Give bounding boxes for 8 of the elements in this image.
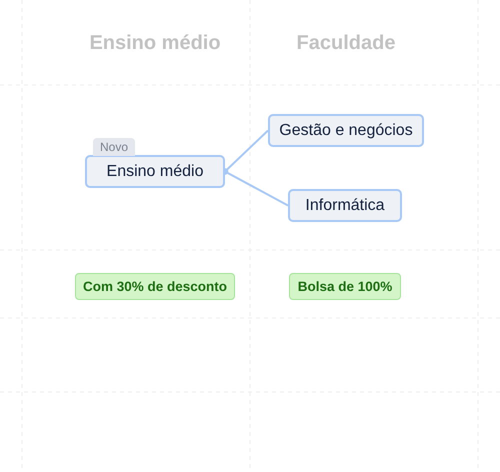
topic-box: Gestão e negócios [268, 114, 424, 147]
column-heading: Faculdade [296, 32, 396, 55]
topic-box: Ensino médio [85, 155, 225, 188]
discount-badge: Com 30% de desconto [75, 273, 235, 300]
tag-label: Novo [93, 138, 136, 156]
discount-badge: Bolsa de 100% [289, 273, 401, 300]
topic-box: Informática [288, 189, 402, 222]
column-heading: Ensino médio [89, 32, 221, 55]
